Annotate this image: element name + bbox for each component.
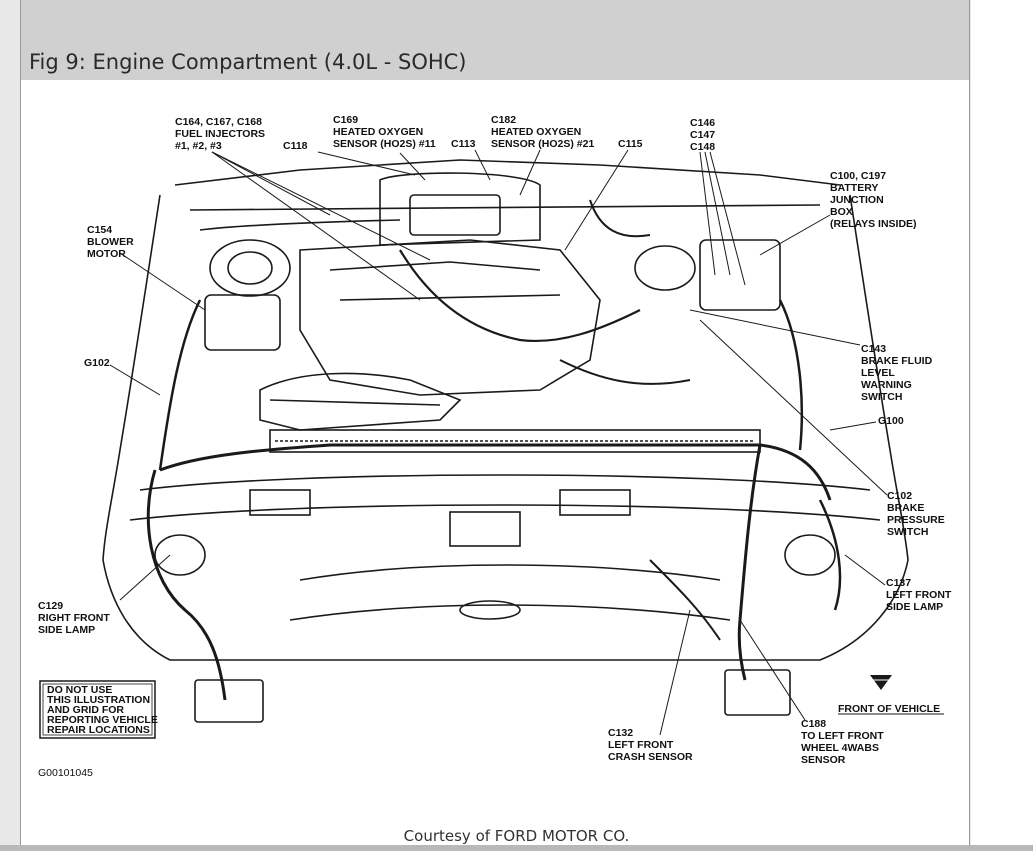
disclaimer-box: DO NOT USE THIS ILLUSTRATION AND GRID FO… xyxy=(39,680,158,739)
svg-text:BLOWER: BLOWER xyxy=(87,236,134,248)
image-code: G00101045 xyxy=(38,767,93,779)
down-arrow-icon xyxy=(870,675,892,690)
svg-text:C132: C132 xyxy=(608,727,633,739)
svg-text:DO NOT USE: DO NOT USE xyxy=(47,684,112,696)
label-left-side-lamp: C137 LEFT FRONT SIDE LAMP xyxy=(886,577,952,613)
svg-text:C169: C169 xyxy=(333,114,358,126)
right-margin xyxy=(971,0,1033,851)
label-c146: C146 C147 C148 xyxy=(690,117,715,153)
svg-text:C182: C182 xyxy=(491,114,516,126)
svg-text:SWITCH: SWITCH xyxy=(887,526,928,538)
svg-text:#1, #2, #3: #1, #2, #3 xyxy=(175,140,222,152)
courtesy-credit: Courtesy of FORD MOTOR CO. xyxy=(403,827,630,845)
svg-text:AND GRID FOR: AND GRID FOR xyxy=(47,704,124,716)
svg-text:C154: C154 xyxy=(87,224,112,236)
svg-text:SENSOR (HO2S) #21: SENSOR (HO2S) #21 xyxy=(491,138,594,150)
svg-text:LEVEL: LEVEL xyxy=(861,367,895,379)
label-ho2s-21: C182 HEATED OXYGEN SENSOR (HO2S) #21 xyxy=(491,114,594,150)
svg-text:BRAKE FLUID: BRAKE FLUID xyxy=(861,355,933,367)
svg-text:SENSOR: SENSOR xyxy=(801,754,846,766)
svg-text:C100, C197: C100, C197 xyxy=(830,170,886,182)
svg-text:FRONT OF VEHICLE: FRONT OF VEHICLE xyxy=(838,703,940,715)
svg-text:C188: C188 xyxy=(801,718,826,730)
svg-text:C146: C146 xyxy=(690,117,715,129)
svg-text:JUNCTION: JUNCTION xyxy=(830,194,884,206)
label-fuel-injectors: C164, C167, C168 FUEL INJECTORS #1, #2, … xyxy=(175,116,265,152)
bottom-bar xyxy=(0,845,1033,851)
svg-text:C147: C147 xyxy=(690,129,715,141)
svg-text:C129: C129 xyxy=(38,600,63,612)
svg-text:SENSOR (HO2S) #11: SENSOR (HO2S) #11 xyxy=(333,138,436,150)
label-brake-fluid: C143 BRAKE FLUID LEVEL WARNING SWITCH xyxy=(861,343,933,403)
svg-text:HEATED OXYGEN: HEATED OXYGEN xyxy=(333,126,423,138)
leader-lines xyxy=(109,149,888,736)
front-of-vehicle-indicator: FRONT OF VEHICLE xyxy=(838,675,944,715)
engine-drawing xyxy=(102,159,909,723)
svg-text:RIGHT FRONT: RIGHT FRONT xyxy=(38,612,110,624)
svg-text:HEATED OXYGEN: HEATED OXYGEN xyxy=(491,126,581,138)
svg-text:CRASH SENSOR: CRASH SENSOR xyxy=(608,751,693,763)
label-blower-motor: C154 BLOWER MOTOR xyxy=(87,224,134,260)
svg-text:SIDE LAMP: SIDE LAMP xyxy=(38,624,95,636)
svg-text:C164, C167, C168: C164, C167, C168 xyxy=(175,116,262,128)
svg-text:LEFT FRONT: LEFT FRONT xyxy=(608,739,674,751)
svg-text:MOTOR: MOTOR xyxy=(87,248,126,260)
svg-text:BATTERY: BATTERY xyxy=(830,182,878,194)
svg-text:REPORTING VEHICLE: REPORTING VEHICLE xyxy=(47,714,158,726)
svg-text:SWITCH: SWITCH xyxy=(861,391,902,403)
label-wheel-sensor: C188 TO LEFT FRONT WHEEL 4WABS SENSOR xyxy=(801,718,884,766)
svg-text:FUEL INJECTORS: FUEL INJECTORS xyxy=(175,128,265,140)
figure-frame: Fig 9: Engine Compartment (4.0L - SOHC) xyxy=(20,0,970,851)
label-brake-pressure: C102 BRAKE PRESSURE SWITCH xyxy=(887,490,945,538)
figure-header: Fig 9: Engine Compartment (4.0L - SOHC) xyxy=(21,0,969,80)
label-c115: C115 xyxy=(618,138,643,150)
label-c118: C118 xyxy=(283,140,308,152)
svg-text:WHEEL 4WABS: WHEEL 4WABS xyxy=(801,742,879,754)
label-battery-junction: C100, C197 BATTERY JUNCTION BOX (RELAYS … xyxy=(830,170,917,230)
svg-text:C148: C148 xyxy=(690,141,715,153)
svg-text:REPAIR LOCATIONS: REPAIR LOCATIONS xyxy=(47,724,150,736)
svg-text:C137: C137 xyxy=(886,577,911,589)
label-g100: G100 xyxy=(878,415,904,427)
svg-text:(RELAYS INSIDE): (RELAYS INSIDE) xyxy=(830,218,917,230)
svg-text:C102: C102 xyxy=(887,490,912,502)
svg-text:PRESSURE: PRESSURE xyxy=(887,514,945,526)
label-c113: C113 xyxy=(451,138,476,150)
label-ho2s-11: C169 HEATED OXYGEN SENSOR (HO2S) #11 xyxy=(333,114,436,150)
figure-title: Fig 9: Engine Compartment (4.0L - SOHC) xyxy=(29,50,467,74)
svg-text:THIS ILLUSTRATION: THIS ILLUSTRATION xyxy=(47,694,150,706)
svg-text:LEFT FRONT: LEFT FRONT xyxy=(886,589,952,601)
label-right-side-lamp: C129 RIGHT FRONT SIDE LAMP xyxy=(38,600,110,636)
svg-text:TO LEFT FRONT: TO LEFT FRONT xyxy=(801,730,884,742)
svg-text:BRAKE: BRAKE xyxy=(887,502,924,514)
label-crash-sensor: C132 LEFT FRONT CRASH SENSOR xyxy=(608,727,693,763)
svg-text:C143: C143 xyxy=(861,343,886,355)
svg-text:SIDE LAMP: SIDE LAMP xyxy=(886,601,943,613)
label-g102: G102 xyxy=(84,357,110,369)
svg-text:BOX: BOX xyxy=(830,206,853,218)
svg-text:WARNING: WARNING xyxy=(861,379,912,391)
